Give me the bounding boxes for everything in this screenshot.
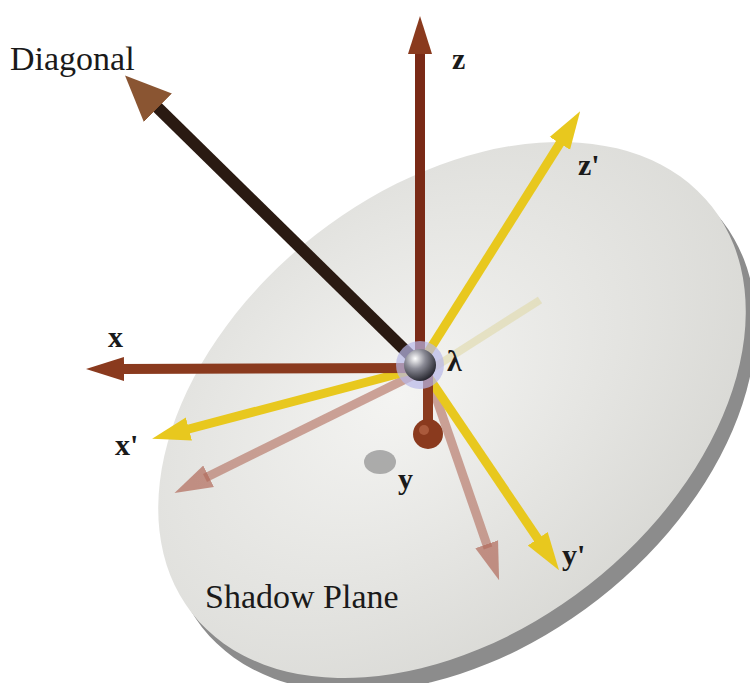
axis-label: z	[452, 44, 465, 74]
diagonal-label: Diagonal	[10, 42, 135, 76]
lambda-label: λ	[447, 346, 462, 376]
axis-label: x	[108, 322, 123, 352]
axis-label: y	[398, 464, 413, 494]
axis-label: x'	[115, 430, 138, 460]
axis-label: y'	[562, 540, 585, 570]
axis-label: z'	[578, 150, 600, 180]
plane-label: Shadow Plane	[205, 580, 399, 614]
